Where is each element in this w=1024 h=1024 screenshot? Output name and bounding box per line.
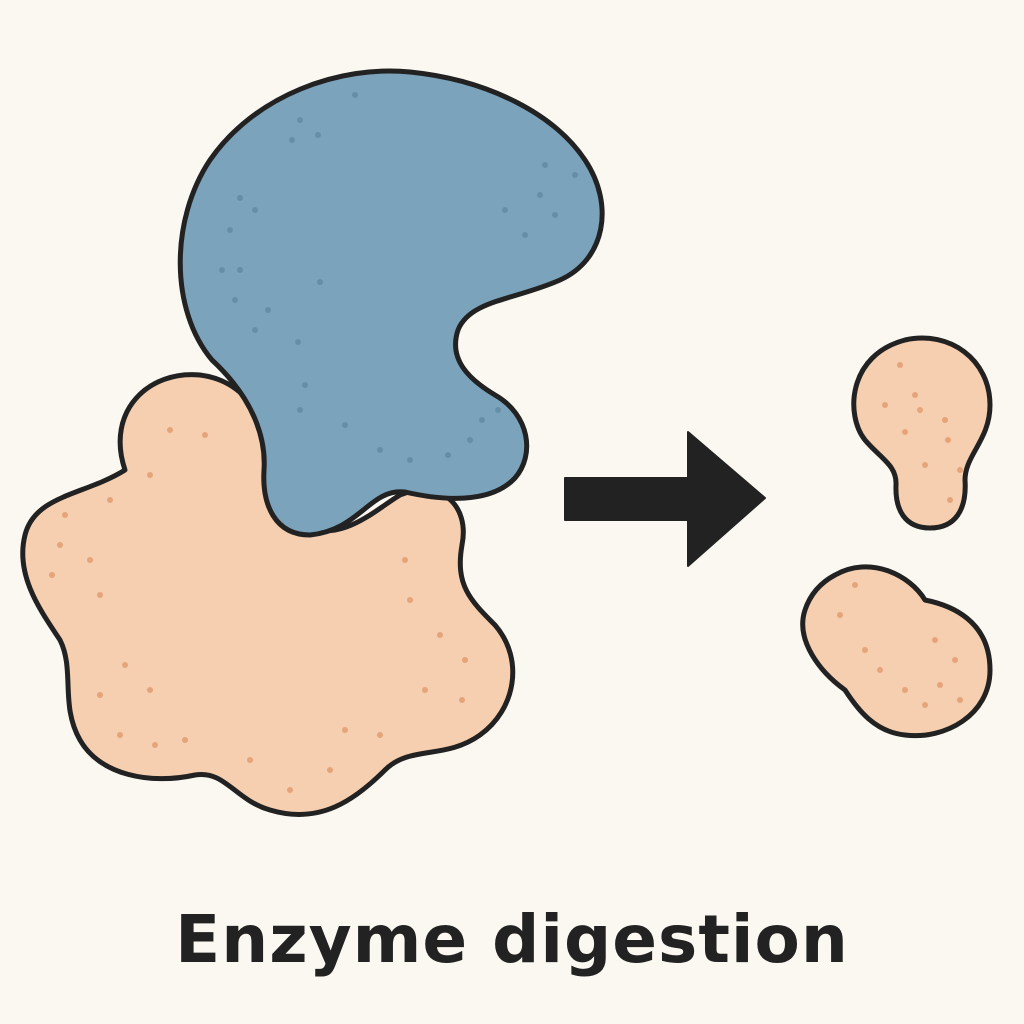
speckle-dot [317, 279, 323, 285]
speckle-dot [922, 702, 928, 708]
speckle-dot [352, 92, 358, 98]
speckle-dot [237, 267, 243, 273]
speckle-dot [227, 227, 233, 233]
speckle-dot [459, 697, 465, 703]
speckle-dot [232, 297, 238, 303]
speckle-dot [502, 207, 508, 213]
product-fragment-top [851, 335, 993, 531]
speckle-dot [957, 467, 963, 473]
speckle-dot [57, 542, 63, 548]
speckle-dot [542, 162, 548, 168]
speckle-dot [942, 417, 948, 423]
speckle-dot [479, 417, 485, 423]
speckle-dot [947, 497, 953, 503]
product-bottom-speckles [837, 582, 963, 708]
speckle-dot [252, 207, 258, 213]
speckle-dot [957, 697, 963, 703]
right-arrow-icon [564, 431, 766, 567]
speckle-dot [237, 195, 243, 201]
speckle-dot [402, 557, 408, 563]
speckle-dot [422, 687, 428, 693]
speckle-dot [937, 682, 943, 688]
enzyme-shape [177, 68, 605, 538]
speckle-dot [297, 117, 303, 123]
speckle-dot [852, 582, 858, 588]
speckle-dot [182, 737, 188, 743]
speckle-dot [522, 232, 528, 238]
speckle-dot [572, 172, 578, 178]
speckle-dot [897, 362, 903, 368]
speckle-dot [252, 327, 258, 333]
speckle-dot [117, 732, 123, 738]
speckle-dot [902, 429, 908, 435]
speckle-dot [219, 267, 225, 273]
speckle-dot [147, 687, 153, 693]
enzyme-speckles [219, 92, 578, 463]
speckle-dot [289, 137, 295, 143]
speckle-dot [922, 462, 928, 468]
speckle-dot [862, 647, 868, 653]
speckle-dot [315, 132, 321, 138]
speckle-dot [97, 592, 103, 598]
speckle-dot [152, 742, 158, 748]
speckle-dot [537, 192, 543, 198]
speckle-dot [437, 632, 443, 638]
speckle-dot [902, 687, 908, 693]
speckle-dot [295, 339, 301, 345]
speckle-dot [265, 307, 271, 313]
speckle-dot [932, 637, 938, 643]
speckle-dot [122, 662, 128, 668]
product-top-shape [851, 335, 993, 531]
speckle-dot [377, 447, 383, 453]
product-top-speckles [882, 362, 963, 503]
speckle-dot [467, 437, 473, 443]
speckle-dot [97, 692, 103, 698]
speckle-dot [297, 407, 303, 413]
speckle-dot [247, 757, 253, 763]
speckle-dot [945, 437, 951, 443]
speckle-dot [87, 557, 93, 563]
speckle-dot [462, 657, 468, 663]
speckle-dot [342, 422, 348, 428]
diagram-caption: Enzyme digestion [175, 901, 849, 978]
speckle-dot [445, 452, 451, 458]
substrate-blob [20, 372, 516, 817]
speckle-dot [877, 667, 883, 673]
speckle-dot [167, 427, 173, 433]
speckle-dot [837, 612, 843, 618]
speckle-dot [302, 382, 308, 388]
speckle-dot [912, 392, 918, 398]
speckle-dot [202, 432, 208, 438]
speckle-dot [287, 787, 293, 793]
speckle-dot [495, 407, 501, 413]
speckle-dot [327, 767, 333, 773]
enzyme-blob [177, 68, 605, 538]
speckle-dot [552, 212, 558, 218]
speckle-dot [917, 407, 923, 413]
speckle-dot [62, 512, 68, 518]
speckle-dot [952, 657, 958, 663]
speckle-dot [377, 732, 383, 738]
product-fragment-bottom [800, 564, 993, 739]
speckle-dot [407, 597, 413, 603]
speckle-dot [147, 472, 153, 478]
speckle-dot [882, 402, 888, 408]
speckle-dot [342, 727, 348, 733]
product-bottom-shape [800, 564, 993, 739]
substrate-speckles [49, 427, 468, 793]
speckle-dot [107, 497, 113, 503]
speckle-dot [407, 457, 413, 463]
speckle-dot [49, 572, 55, 578]
